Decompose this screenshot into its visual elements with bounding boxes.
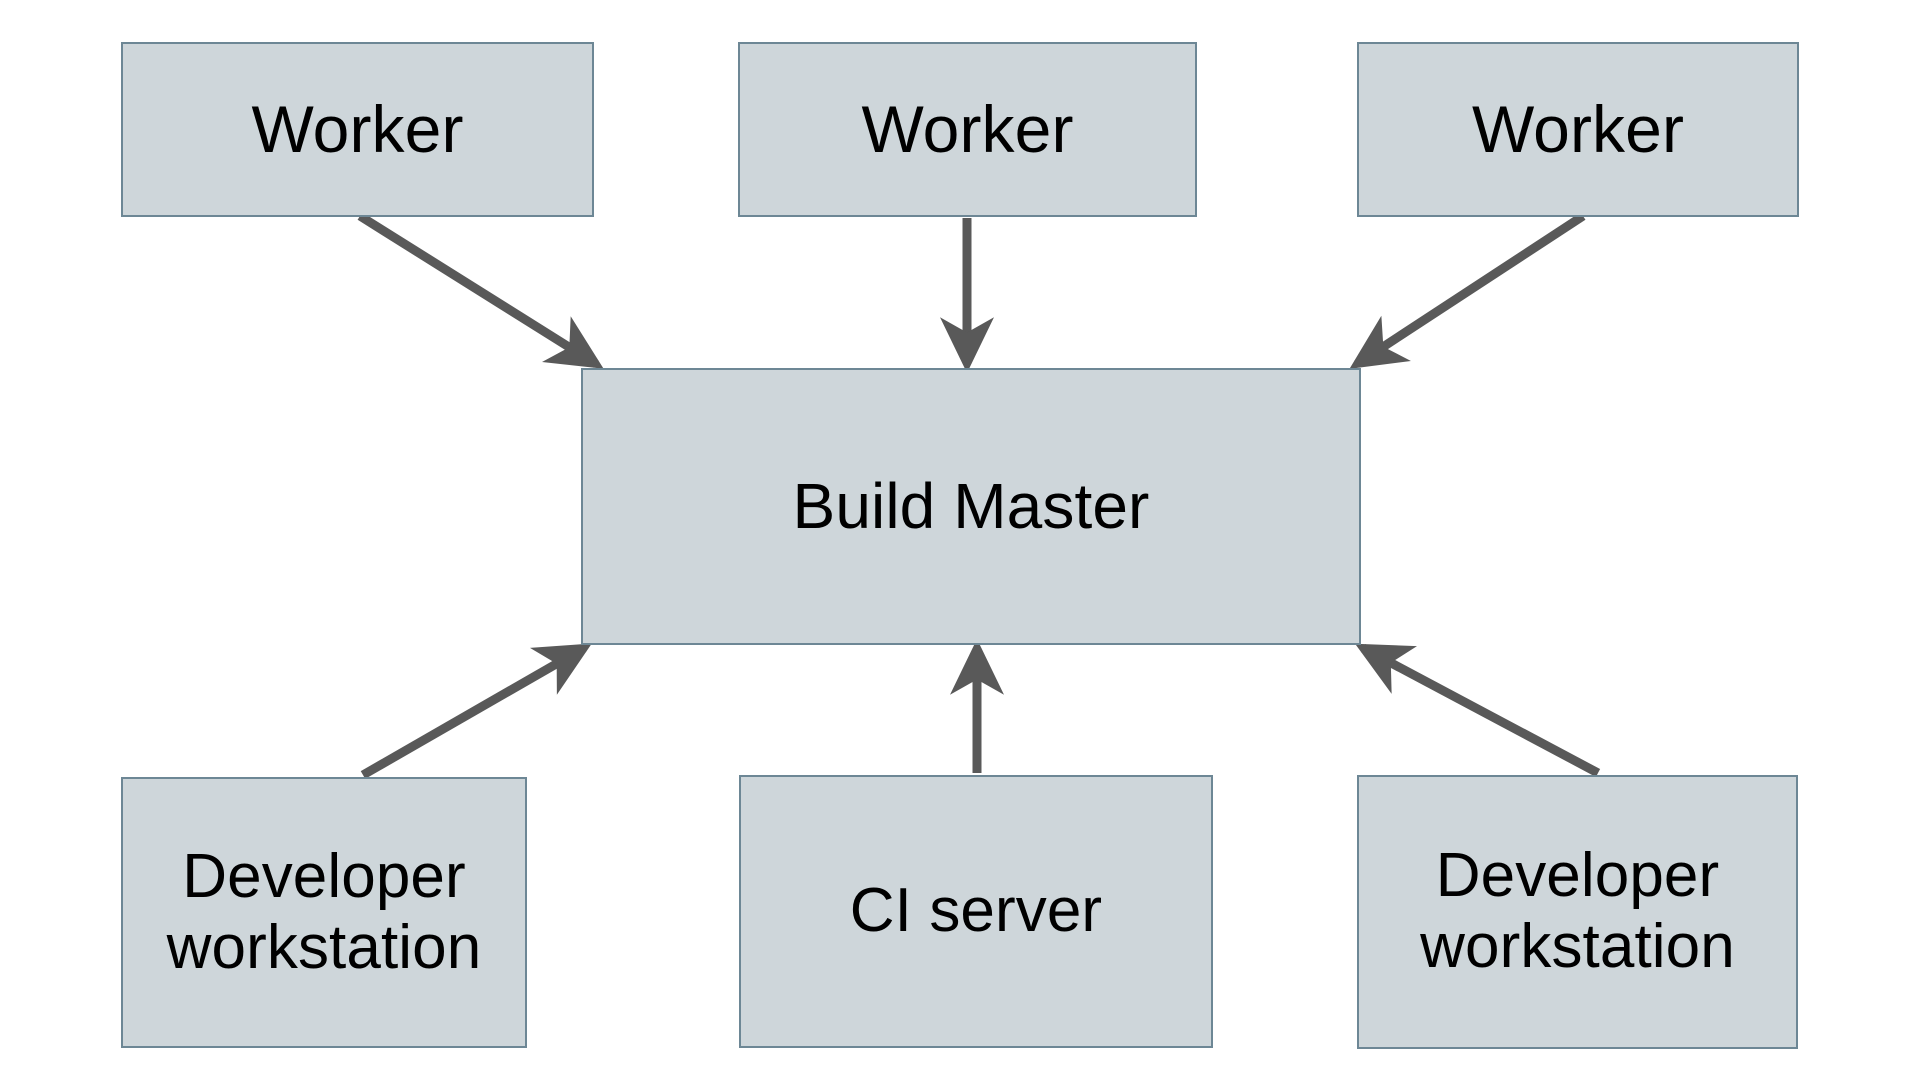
node-worker-3[interactable]: Worker	[1357, 42, 1799, 217]
node-ci-server-label: CI server	[849, 876, 1103, 946]
edge-worker-3-to-build-master	[1349, 212, 1586, 369]
node-developer-workstation-right-label: Developer workstation	[1420, 841, 1735, 981]
edge-worker-1-to-build-master	[357, 212, 604, 369]
node-ci-server[interactable]: CI server	[739, 775, 1213, 1048]
node-build-master[interactable]: Build Master	[581, 368, 1361, 645]
node-worker-2-label: Worker	[861, 91, 1074, 166]
node-developer-workstation-left-label: Developer workstation	[166, 841, 482, 982]
node-developer-workstation-left[interactable]: Developer workstation	[121, 777, 527, 1048]
node-worker-2[interactable]: Worker	[738, 42, 1197, 217]
node-worker-1[interactable]: Worker	[121, 42, 594, 217]
node-worker-3-label: Worker	[1471, 91, 1685, 166]
node-build-master-label: Build Master	[792, 470, 1150, 543]
node-developer-workstation-right[interactable]: Developer workstation	[1357, 775, 1798, 1049]
node-worker-1-label: Worker	[251, 91, 464, 166]
edge-developer-workstation-right-to-build-master	[1355, 643, 1601, 777]
edge-developer-workstation-left-to-build-master	[360, 643, 592, 779]
